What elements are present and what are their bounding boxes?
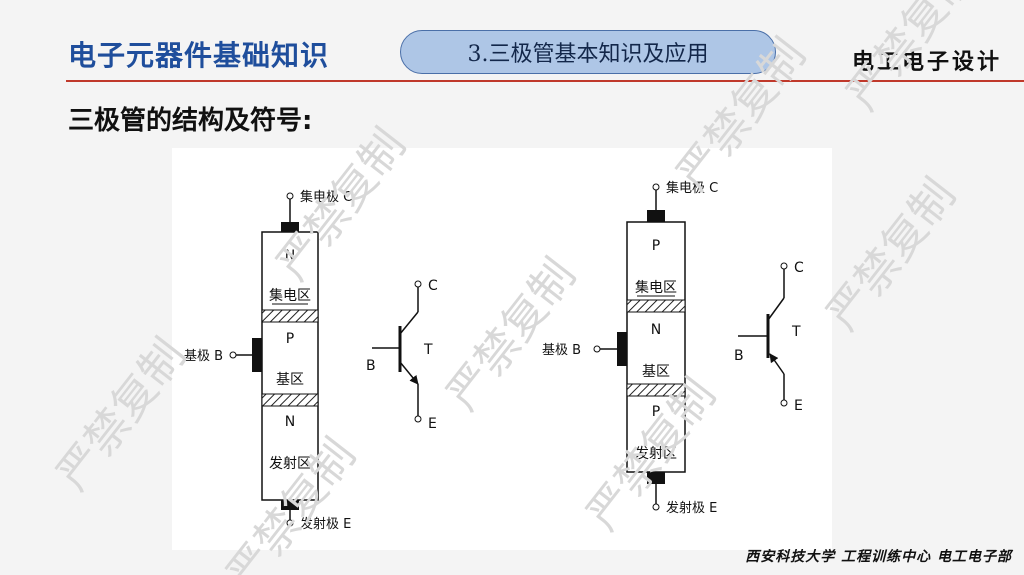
pnp-symbol-collector [767,297,785,321]
pnp-collector-label: 集电极 C [666,180,718,196]
npn-base-terminal [229,351,237,359]
npn-symbol-emitter-arrow [399,361,419,385]
pnp-body [626,221,686,473]
pnp-junction-bc [626,299,686,313]
pnp-emitter-label: 发射极 E [666,500,717,516]
npn-base-region: 基区 [276,371,304,388]
section-pill-label: 3.三极管基本知识及应用 [467,42,709,67]
brand-label: 电工电子设计 [851,50,1002,75]
pnp-junction-be [626,383,686,397]
npn-collector-contact [281,222,299,232]
pnp-symbol-emitter-arrow [769,353,785,375]
footer-credit: 西安科技大学 工程训练中心 电工电子部 [745,549,1012,565]
npn-junction-bc [261,309,319,323]
pnp-collector-terminal [652,183,660,191]
pnp-base-contact [617,332,627,366]
pnp-base-label: 基极 B [542,343,581,358]
pnp-base-region: 基区 [642,363,670,380]
pnp-symbol-c-label: C [794,260,804,276]
section-subtitle: 三极管的结构及符号: [68,106,313,136]
npn-base-label: 基极 B [184,349,223,364]
npn-emitter-label: 发射极 E [300,516,351,532]
npn-structure: 集电极 C N 集电区 P 基区 N 发射区 基极 B 发射极 E [184,189,352,532]
pnp-structure: 集电极 C P 集电区 N 基区 P 发射区 基极 B 发射极 E [542,180,718,516]
npn-collector-type: N [285,248,295,264]
npn-symbol: C B T E [366,278,438,432]
npn-emitter-type: N [285,414,295,430]
npn-symbol-c-terminal [414,280,422,288]
npn-junction-be [261,393,319,407]
npn-symbol-e-label: E [428,416,437,432]
npn-collector-terminal [286,192,294,200]
pnp-symbol-t-label: T [791,324,801,340]
pnp-symbol-b-label: B [734,348,744,364]
watermark: 严禁复制 [817,169,966,340]
slide-title: 电子元器件基础知识 [68,39,330,72]
pnp-collector-type: P [652,238,660,254]
pnp-emitter-contact [647,472,665,484]
npn-symbol-c-label: C [428,278,438,294]
npn-emitter-terminal [286,519,294,527]
pnp-symbol-e-terminal [780,399,788,407]
pnp-emitter-terminal [652,503,660,511]
transistor-diagram: 集电极 C N 集电区 P 基区 N 发射区 基极 B 发射极 E [184,180,804,532]
npn-collector-region: 集电区 [269,287,311,304]
npn-base-contact [252,338,262,372]
pnp-base-type: N [651,322,661,338]
npn-emitter-region: 发射区 [269,456,311,472]
pnp-symbol-e-label: E [794,398,803,414]
npn-collector-label: 集电极 C [300,189,352,205]
pnp-collector-region: 集电区 [635,279,677,296]
npn-base-type: P [286,331,294,347]
npn-symbol-t-label: T [423,342,433,358]
npn-symbol-e-terminal [414,415,422,423]
diagram-panel: 集电极 C N 集电区 P 基区 N 发射区 基极 B 发射极 E [172,148,832,550]
npn-emitter-contact [281,500,299,510]
npn-symbol-collector [399,311,419,335]
section-pill: 3.三极管基本知识及应用 [400,30,776,74]
pnp-collector-contact [647,210,665,222]
pnp-emitter-region: 发射区 [635,446,677,462]
pnp-base-terminal [593,345,601,353]
npn-symbol-b-label: B [366,358,376,374]
pnp-symbol-c-terminal [780,262,788,270]
header-divider [66,80,1024,82]
pnp-emitter-type: P [652,404,660,420]
pnp-symbol: C B T E [734,260,804,414]
